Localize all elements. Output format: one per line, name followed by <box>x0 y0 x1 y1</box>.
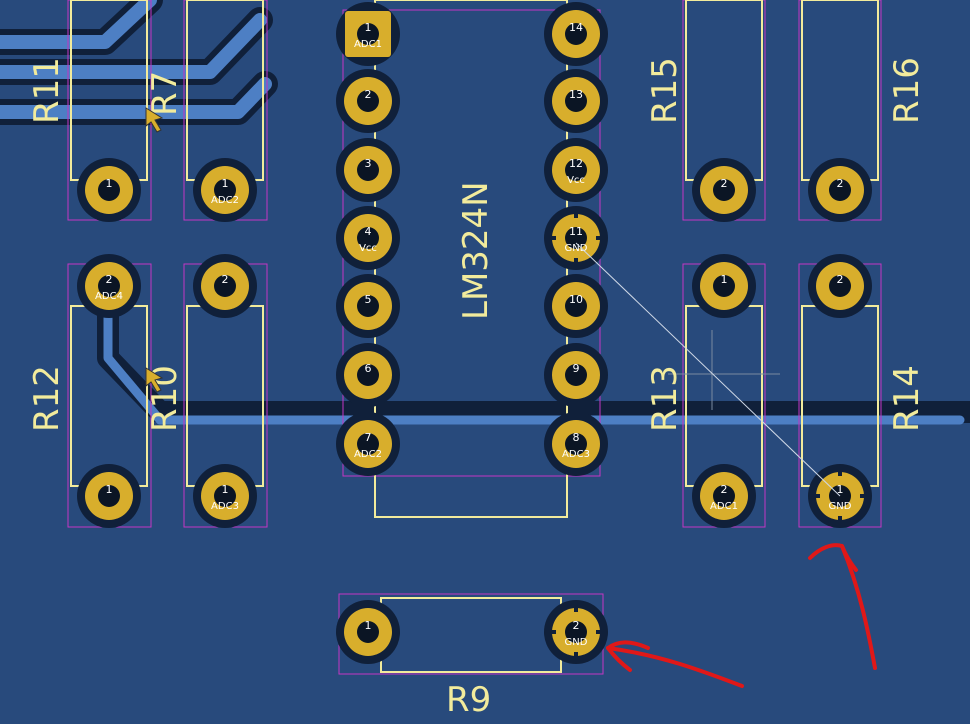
pad-number: 1 <box>837 483 844 496</box>
pad-net-name: GND <box>565 243 588 254</box>
pad-net-name: ADC2 <box>211 195 239 206</box>
pad-net-name: ADC1 <box>710 501 738 512</box>
pad-number: 8 <box>573 431 580 444</box>
pad-number: 3 <box>365 157 372 170</box>
pad-number: 2 <box>721 483 728 496</box>
pad-net-name: GND <box>565 637 588 648</box>
pad-net-name: ADC1 <box>354 39 382 50</box>
pad-u1-3[interactable]: 3 <box>336 138 400 202</box>
pad-number: 1 <box>222 483 229 496</box>
pad-u1-5[interactable]: 5 <box>336 274 400 338</box>
pad-net-name: Vcc <box>359 243 377 254</box>
pad-r11-1[interactable]: 1 <box>77 158 141 222</box>
pad-r13-1[interactable]: 1 <box>692 254 756 318</box>
pad-number: 2 <box>837 273 844 286</box>
pad-number: 5 <box>365 293 372 306</box>
pad-u1-2[interactable]: 2 <box>336 69 400 133</box>
pad-u1-9[interactable]: 9 <box>544 343 608 407</box>
pad-number: 2 <box>106 273 113 286</box>
cursor-arrow-icon <box>145 367 164 393</box>
ref-label-r11: R11 <box>27 57 67 124</box>
pad-number: 2 <box>837 177 844 190</box>
pad-net-name: GND <box>829 501 852 512</box>
pad-number: 2 <box>222 273 229 286</box>
pad-u1-13[interactable]: 13 <box>544 69 608 133</box>
pad-number: 1 <box>721 273 728 286</box>
pad-r12-1[interactable]: 1 <box>77 464 141 528</box>
cursor-arrow-icon <box>145 107 164 133</box>
pad-net-name: ADC4 <box>95 291 123 302</box>
ref-label-u1: LM324N <box>456 181 496 320</box>
pad-net-name: ADC2 <box>354 449 382 460</box>
ref-label-r13: R13 <box>645 365 685 432</box>
ref-label-r12: R12 <box>27 365 67 432</box>
pad-net-name: ADC3 <box>562 449 590 460</box>
ref-label-r14: R14 <box>887 365 927 432</box>
pad-number: 2 <box>721 177 728 190</box>
pad-u1-14[interactable]: 14 <box>544 2 608 66</box>
ref-label-r15: R15 <box>645 57 685 124</box>
pad-net-name: ADC3 <box>211 501 239 512</box>
grid-origin-crosshair <box>668 330 780 410</box>
pad-number: 10 <box>569 293 583 306</box>
pad-number: 1 <box>365 619 372 632</box>
pad-number: 1 <box>222 177 229 190</box>
pad-u1-6[interactable]: 6 <box>336 343 400 407</box>
annotation-arrow-r14-gnd <box>840 544 877 670</box>
pad-number: 12 <box>569 157 583 170</box>
pad-number: 6 <box>365 362 372 375</box>
pad-number: 2 <box>365 88 372 101</box>
ref-label-r7: R7 <box>145 71 185 116</box>
pad-r16-2[interactable]: 2 <box>808 158 872 222</box>
cursor-markers <box>145 107 164 393</box>
ref-label-r16: R16 <box>887 57 927 124</box>
pad-number: 7 <box>365 431 372 444</box>
pad-r10-2[interactable]: 2 <box>193 254 257 318</box>
ref-label-r9: R9 <box>446 680 491 720</box>
pad-number: 14 <box>569 21 583 34</box>
reference-labels: R11 R7 R12 R10 R15 R16 R13 R14 LM324N R9 <box>27 57 927 720</box>
pad-number: 4 <box>365 225 372 238</box>
annotation-arrows <box>606 543 877 688</box>
pad-number: 1 <box>106 177 113 190</box>
pad-r14-2[interactable]: 2 <box>808 254 872 318</box>
pad-number: 9 <box>573 362 580 375</box>
pad-number: 2 <box>573 619 580 632</box>
ratsnest-line-gnd <box>575 242 841 497</box>
pad-r9-1[interactable]: 1 <box>336 600 400 664</box>
pad-r15-2[interactable]: 2 <box>692 158 756 222</box>
annotation-arrow-r9-gnd <box>606 646 744 688</box>
pad-number: 13 <box>569 88 583 101</box>
pad-number: 11 <box>569 225 583 238</box>
pad-net-name: Vcc <box>567 175 585 186</box>
pad-number: 1 <box>365 21 372 34</box>
pad-number: 1 <box>106 483 113 496</box>
pad-u1-10[interactable]: 10 <box>544 274 608 338</box>
